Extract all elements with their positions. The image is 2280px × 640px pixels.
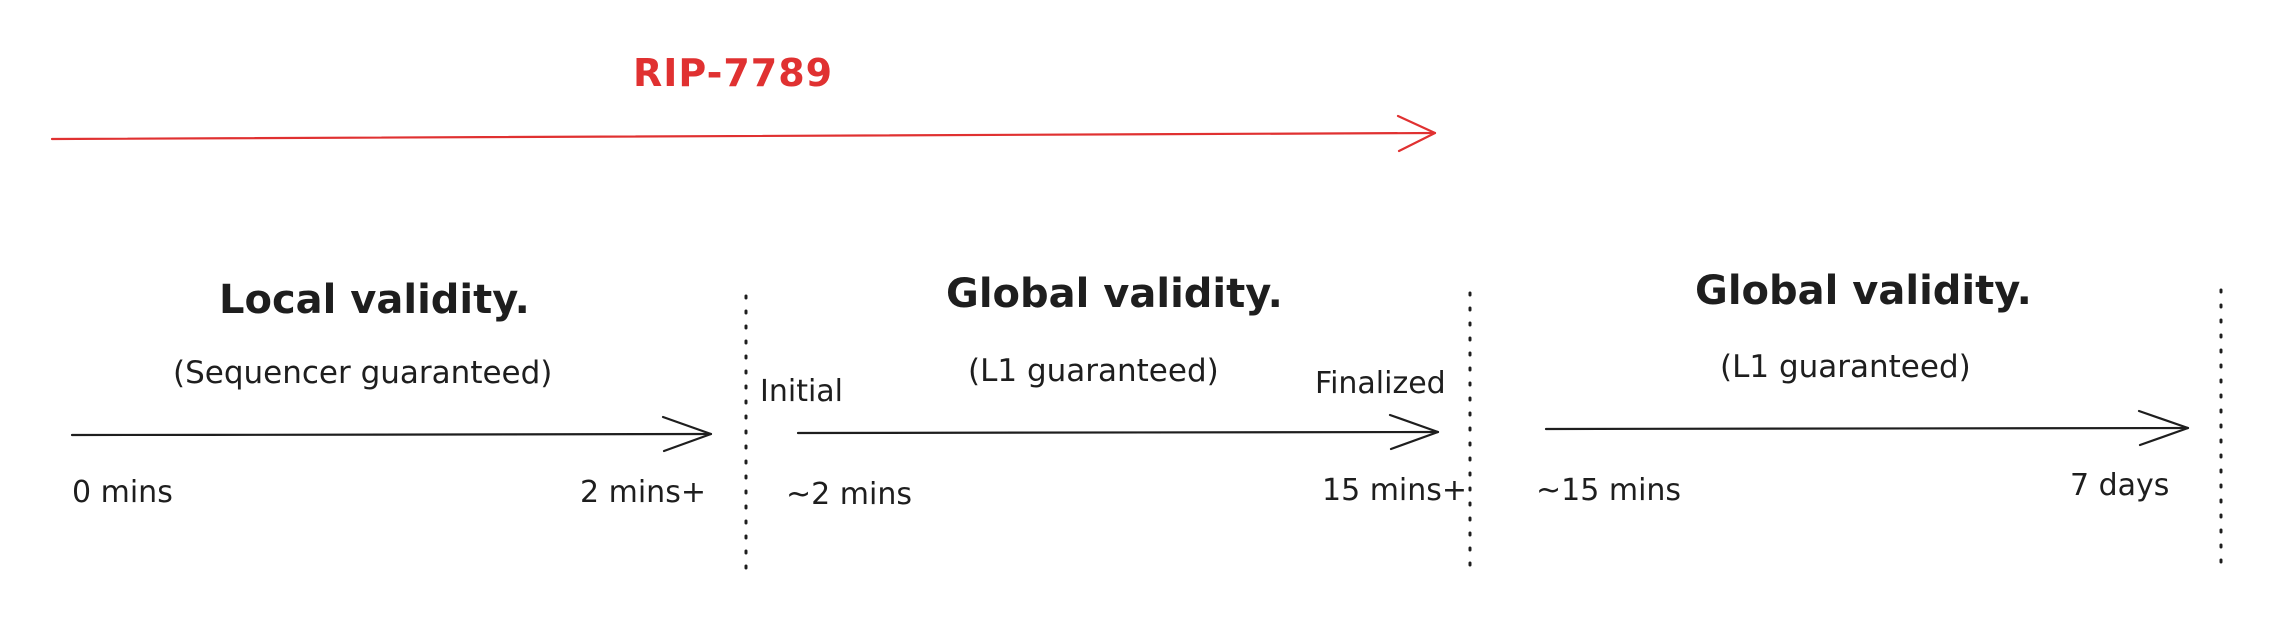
phase-3-subheading: (L1 guaranteed) (1720, 349, 1971, 385)
phase-1-arrow-head (661, 415, 713, 453)
phase-1-arrow (70, 415, 713, 453)
rip-arrow (50, 114, 1437, 153)
phase-2-end-marker: Finalized (1315, 366, 1446, 401)
phase-1-subheading: (Sequencer guaranteed) (173, 355, 553, 391)
phase-2-subheading: (L1 guaranteed) (968, 353, 1219, 389)
phase-1-start-label: 0 mins (72, 475, 173, 510)
phase-2-arrow (796, 413, 1440, 451)
phase-3-heading: Global validity. (1695, 268, 2032, 314)
phase-3-start-label: ~15 mins (1536, 473, 1682, 508)
phase-1-heading: Local validity. (219, 277, 530, 323)
phase-3-end-label: 7 days (2070, 468, 2170, 503)
phase-2-arrow-line (796, 430, 1440, 435)
phase-2-arrow-head (1388, 413, 1440, 451)
phase-3-arrow-head (2137, 409, 2190, 447)
rip-label: RIP-7789 (633, 51, 834, 95)
phase-1-end-label: 2 mins+ (580, 475, 706, 510)
phase-2-start-marker: Initial (760, 374, 844, 409)
rip-arrow-head (1396, 114, 1437, 153)
phase-2-end-label: 15 mins+ (1322, 473, 1468, 508)
phase-2-start-label: ~2 mins (786, 477, 912, 512)
phase-3-arrow-line (1544, 426, 2190, 431)
phase-2-heading: Global validity. (946, 271, 1283, 317)
phase-3-arrow (1544, 409, 2190, 447)
phase-1-arrow-line (70, 432, 713, 437)
rip-arrow-line (50, 131, 1437, 141)
